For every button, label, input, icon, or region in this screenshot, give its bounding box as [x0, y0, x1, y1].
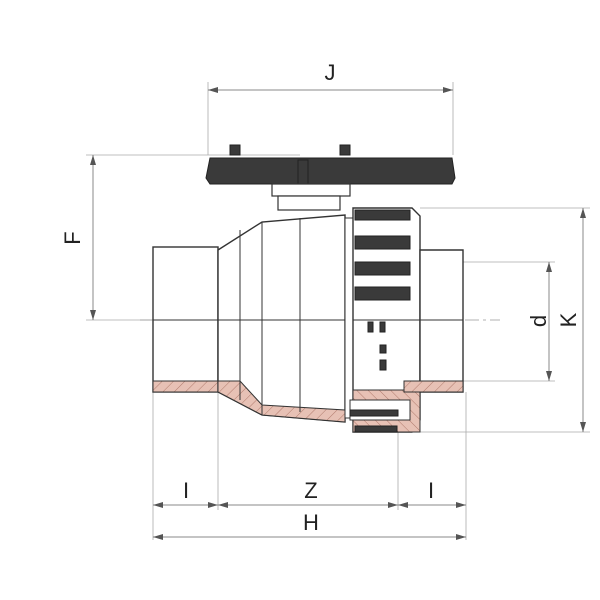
label-I-left: I: [183, 478, 189, 503]
dimension-lines: [90, 87, 586, 540]
valve-body: [217, 214, 346, 423]
union-nut: [344, 207, 421, 433]
dimension-labels: J F d K I Z I H: [60, 60, 581, 535]
label-F: F: [60, 231, 85, 244]
label-I-right: I: [428, 478, 434, 503]
label-Z: Z: [304, 478, 317, 503]
label-d: d: [526, 315, 551, 327]
right-socket: [403, 249, 464, 393]
label-H: H: [303, 510, 319, 535]
valve-handle: [205, 144, 456, 211]
left-socket: [152, 246, 219, 393]
label-K: K: [556, 312, 581, 327]
label-J: J: [325, 60, 336, 85]
extension-lines: [86, 82, 590, 540]
